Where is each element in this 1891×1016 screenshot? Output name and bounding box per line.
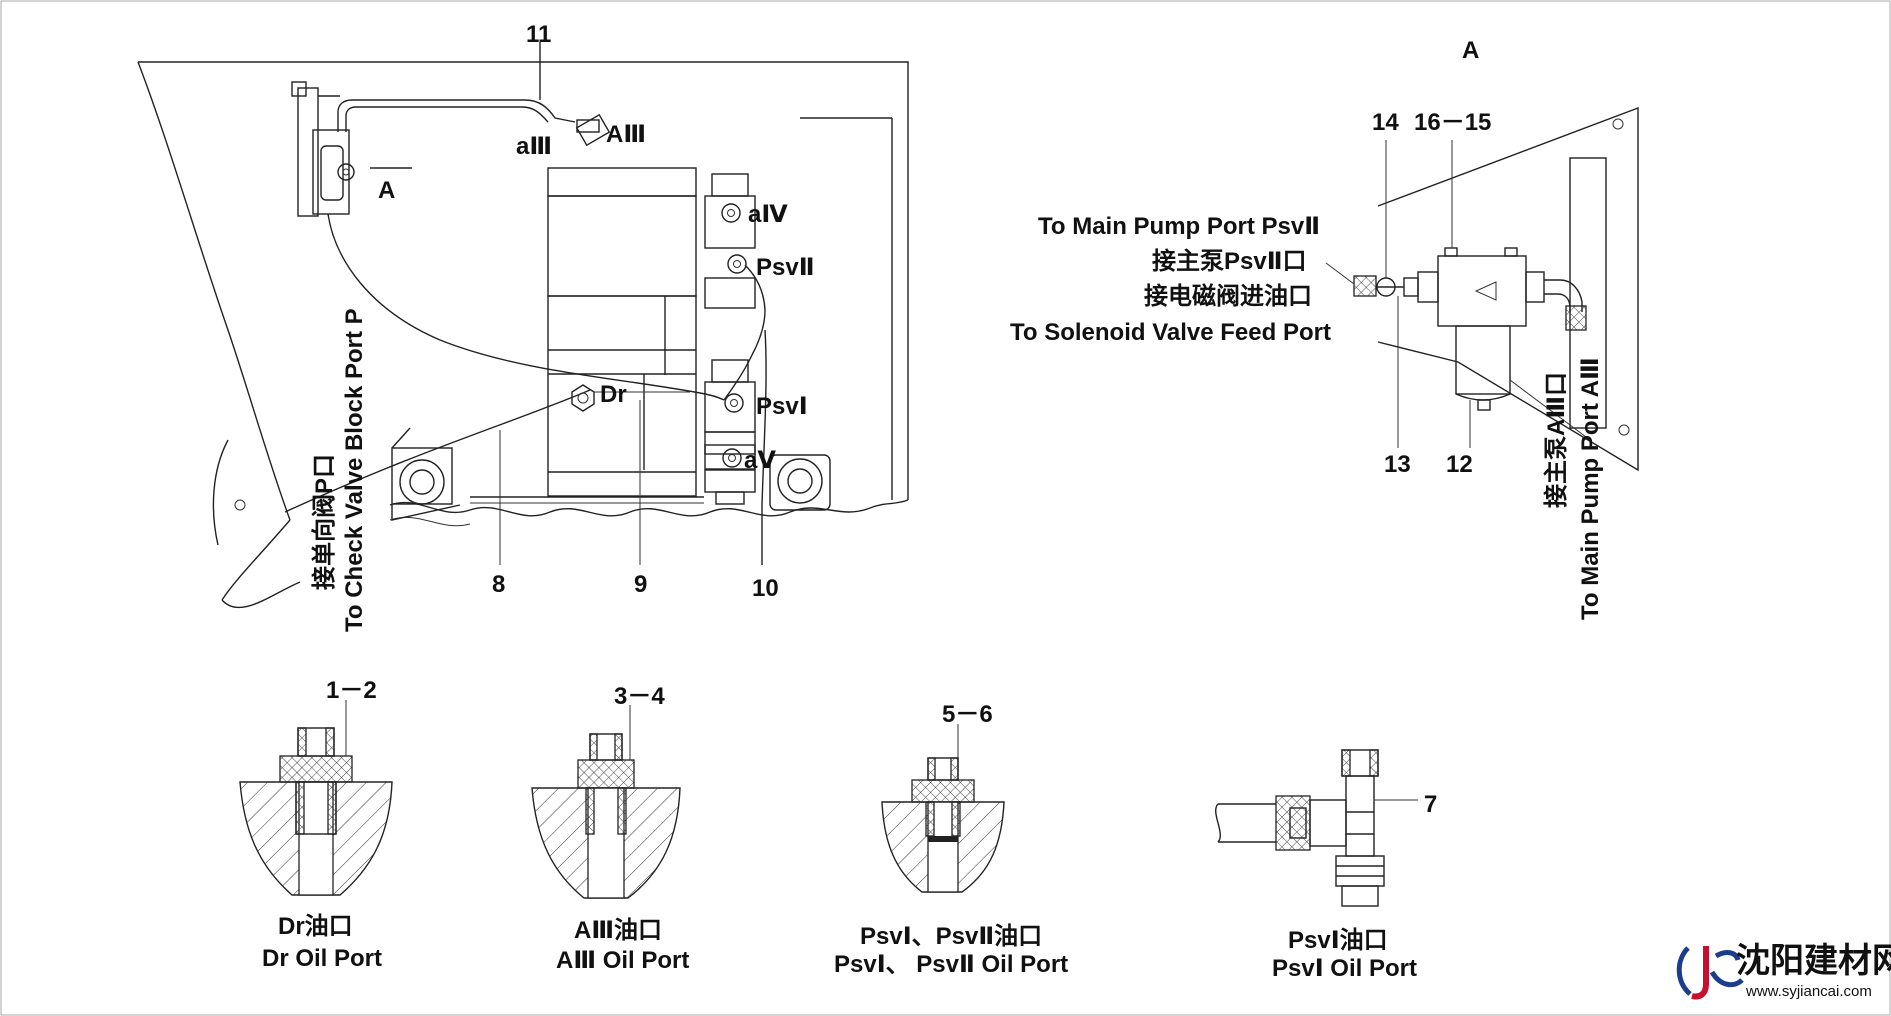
view-A <box>1325 106 1639 472</box>
label-port-Dr: Dr <box>600 381 627 408</box>
detail-tee-fitting <box>1215 749 1418 907</box>
main-view <box>137 42 909 609</box>
detail-2-caption-cn: AⅢ油口 <box>574 917 662 944</box>
label-view-ref-A: A <box>378 177 395 204</box>
label-part-13: 13 <box>1384 451 1411 478</box>
label-port-aIII: aⅢ <box>516 133 552 160</box>
label-solenoid-en: To Solenoid Valve Feed Port <box>1010 319 1331 346</box>
label-main-pump-psvII-en: To Main Pump Port PsvⅡ <box>1038 213 1320 240</box>
label-part-9: 9 <box>634 571 647 598</box>
label-check-valve-en: To Check Valve Block Port P <box>341 308 368 632</box>
label-port-PsvI: PsvⅠ <box>756 393 808 420</box>
detail-3-caption-en: PsvⅠ、 PsvⅡ Oil Port <box>834 951 1068 978</box>
label-part-12: 12 <box>1446 451 1473 478</box>
detail-3-part: 5－6 <box>942 701 993 728</box>
detail-psv-port <box>881 724 1005 893</box>
label-check-valve-cn: 接单向阀P口 <box>310 454 338 590</box>
label-part-14: 14 <box>1372 109 1399 136</box>
label-solenoid-cn: 接电磁阀进油口 <box>1144 282 1312 310</box>
label-main-pump-AIII-cn: 接主泵AⅢ口 <box>1543 372 1570 508</box>
watermark-url: www.syjiancai.com <box>1745 983 1872 1000</box>
detail-2-caption-en: AⅢ Oil Port <box>556 947 689 974</box>
label-part-11: 11 <box>526 21 551 48</box>
detail-1-caption-en: Dr Oil Port <box>262 945 382 972</box>
label-part-10: 10 <box>752 575 779 602</box>
detail-2-part: 3－4 <box>614 683 665 710</box>
label-part-8: 8 <box>492 571 505 598</box>
label-main-pump-psvII-cn: 接主泵PsvⅡ口 <box>1152 248 1307 275</box>
watermark-logo-text: 沈阳建材网 <box>1736 942 1891 980</box>
viewA-title: A <box>1462 37 1479 64</box>
label-port-aV: aⅤ <box>744 447 776 474</box>
detail-AIII-port <box>531 705 681 899</box>
label-port-aIV: aⅣ <box>748 201 788 228</box>
watermark-logo-icon <box>1676 946 1744 1000</box>
label-port-PsvII: PsvⅡ <box>756 254 815 281</box>
detail-3-caption-cn: PsvⅠ、PsvⅡ油口 <box>860 923 1042 950</box>
label-part-16-15: 16－15 <box>1414 109 1491 136</box>
detail-1-caption-cn: Dr油口 <box>278 913 353 940</box>
watermark: 沈阳建材网 www.syjiancai.com <box>1676 942 1891 1000</box>
label-main-pump-AIII-en: To Main Pump Port AⅢ <box>1577 357 1604 620</box>
detail-dr-port <box>239 700 393 896</box>
detail-1-part: 1－2 <box>326 677 377 704</box>
detail-4-part: 7 <box>1424 791 1437 818</box>
detail-4-caption-en: PsvⅠ Oil Port <box>1272 955 1417 982</box>
detail-4-caption-cn: PsvⅠ油口 <box>1288 927 1388 954</box>
label-port-AIII: AⅢ <box>606 121 646 148</box>
